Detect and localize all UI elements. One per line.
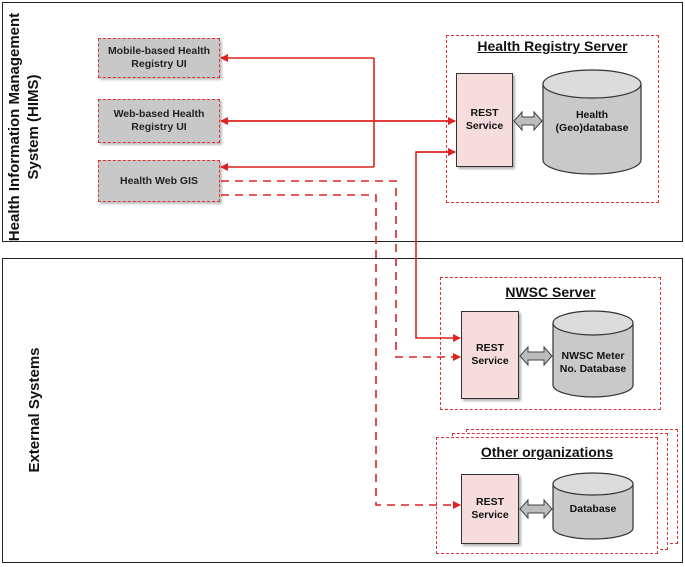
web-health-registry-ui[interactable]: Web-based Health Registry UI: [98, 99, 220, 143]
nwsc-database-cylinder: [552, 310, 634, 398]
rest-db-double-arrow-nwsc: [519, 345, 553, 367]
other-database-label: Database: [569, 503, 617, 515]
other-organizations-title: Other organizations: [480, 444, 614, 460]
other-database-cylinder: [552, 472, 634, 540]
nwsc-rest-service: REST Service: [461, 311, 519, 399]
nwsc-server-title: NWSC Server: [505, 284, 596, 300]
other-rest-service: REST Service: [461, 474, 519, 544]
health-registry-rest-service: REST Service: [456, 73, 513, 167]
connector-health-rest-to-nwsc: [415, 151, 461, 342]
nwsc-database-label: NWSC Meter No. Database: [559, 350, 627, 375]
health-registry-server-title: Health Registry Server: [477, 38, 628, 54]
rest-db-double-arrow-other: [519, 498, 553, 520]
mobile-health-registry-ui[interactable]: Mobile-based Health Registry UI: [98, 38, 220, 78]
health-geodatabase-label: Health (Geo)database: [555, 109, 629, 134]
connector-gis-to-other: [221, 194, 461, 509]
rest-db-double-arrow-health: [513, 110, 543, 132]
health-geodatabase-cylinder: [542, 69, 642, 175]
connector-gis-to-nwsc: [221, 180, 461, 361]
health-web-gis[interactable]: Health Web GIS: [98, 160, 220, 202]
